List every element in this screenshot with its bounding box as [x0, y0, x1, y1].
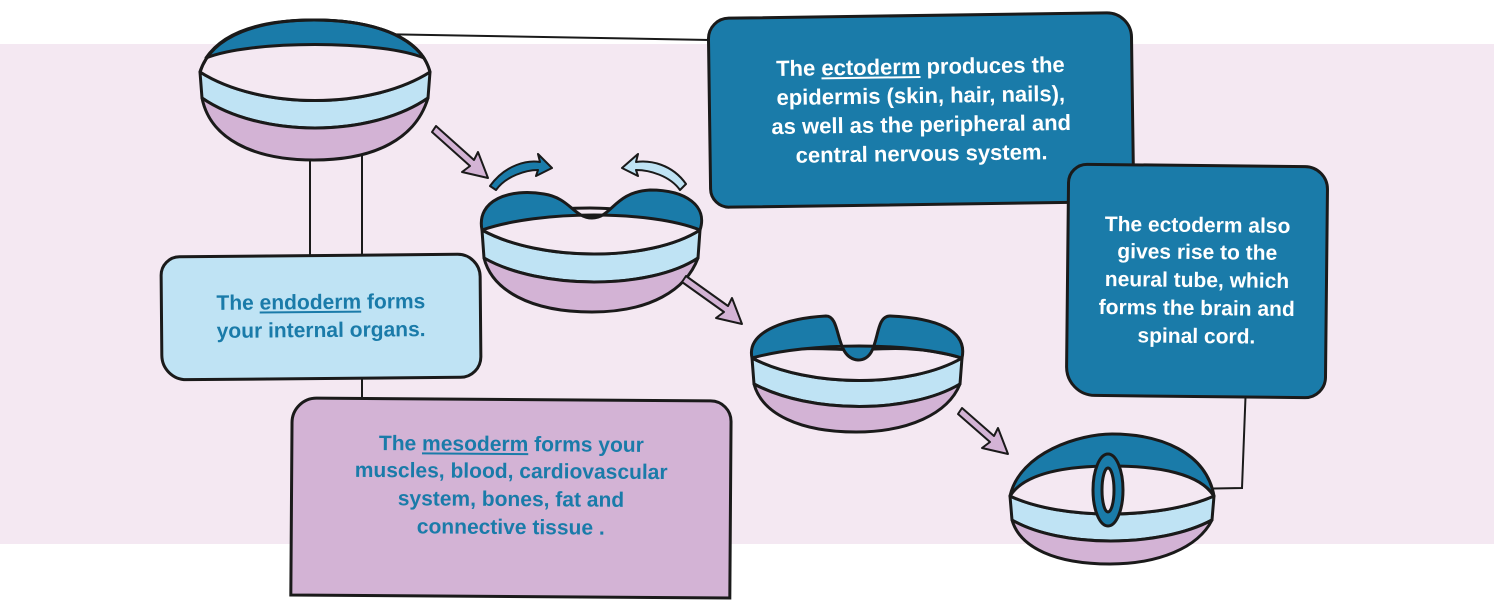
ectoderm-callout-text: The ectoderm produces the epidermis (ski… — [770, 50, 1071, 170]
endoderm-line2: your internal organs. — [217, 318, 426, 343]
endoderm-callout-text: The endoderm forms your internal organs. — [216, 288, 425, 345]
mesoderm-callout-text: The mesoderm forms your muscles, blood, … — [354, 429, 668, 542]
fold-arrow-left — [490, 154, 552, 190]
progress-arrow-2 — [682, 276, 742, 324]
ectoderm-term: ectoderm — [821, 54, 920, 80]
mesoderm-line1-post: forms your — [528, 433, 644, 457]
germ-layer-diagram: The ectoderm produces the epidermis (ski… — [0, 0, 1494, 580]
neural-line4: forms the brain and — [1099, 296, 1295, 321]
mesoderm-line2: muscles, blood, cardiovascular — [355, 459, 668, 484]
mesoderm-line1-pre: The — [379, 432, 422, 455]
progress-arrow-3 — [958, 408, 1008, 454]
connector-ectoderm — [376, 34, 710, 40]
embryo-stage-2 — [481, 190, 701, 312]
ectoderm-line1-post: produces the — [920, 52, 1065, 79]
embryo-stage-4 — [1010, 434, 1214, 564]
endoderm-line1-pre: The — [216, 292, 259, 315]
fold-arrow-right — [622, 154, 686, 190]
neural-line1: The ectoderm also — [1105, 213, 1291, 238]
mesoderm-callout: The mesoderm forms your muscles, blood, … — [289, 396, 732, 599]
ectoderm-line2: epidermis (skin, hair, nails), — [776, 81, 1065, 110]
neural-line5: spinal cord. — [1137, 324, 1255, 348]
neural-tube-callout-text: The ectoderm also gives rise to the neur… — [1098, 211, 1295, 352]
endoderm-line1-post: forms — [361, 290, 425, 314]
embryo-stage-3 — [751, 316, 962, 432]
progress-arrow-1 — [432, 126, 488, 178]
endoderm-term: endoderm — [260, 291, 362, 315]
mesoderm-line3: system, bones, fat and — [398, 487, 625, 512]
neural-line2: gives rise to the — [1117, 241, 1277, 266]
mesoderm-line4: connective tissue . — [417, 515, 605, 539]
ectoderm-line4: central nervous system. — [795, 139, 1047, 168]
ectoderm-line1-pre: The — [776, 55, 822, 81]
neural-tube-callout: The ectoderm also gives rise to the neur… — [1065, 163, 1329, 400]
embryo-stage-1 — [200, 20, 430, 160]
ectoderm-line3: as well as the peripheral and — [771, 110, 1071, 139]
mesoderm-term: mesoderm — [422, 432, 528, 456]
neural-line3: neural tube, which — [1105, 268, 1290, 293]
endoderm-callout: The endoderm forms your internal organs. — [159, 253, 482, 382]
